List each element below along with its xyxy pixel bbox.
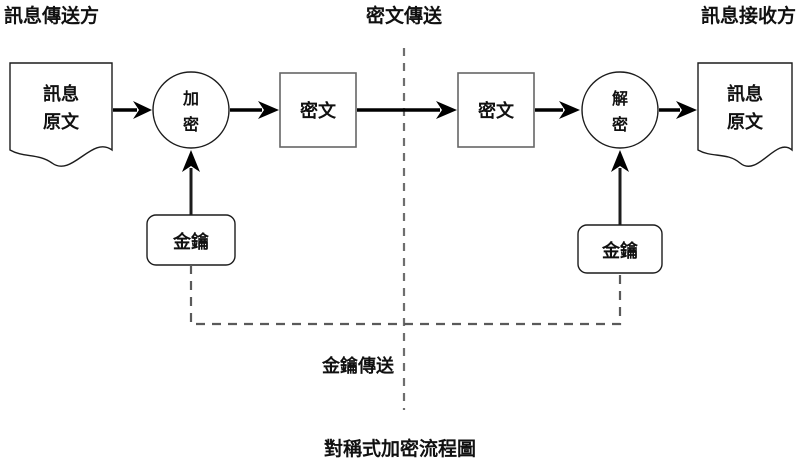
arrow-key-sender-to-encrypt [182, 150, 200, 215]
document-shape-right [697, 62, 793, 167]
node-ciphertext-right-label: 密文 [478, 100, 515, 122]
node-ciphertext-right[interactable]: 密文 [457, 72, 535, 148]
node-decrypt-line1: 解 [612, 89, 628, 108]
node-key-receiver-label: 金鑰 [601, 240, 638, 262]
node-plaintext-in-line2: 原文 [43, 111, 80, 133]
document-shape-left [9, 62, 113, 167]
node-encrypt[interactable]: 加 密 [152, 71, 230, 149]
arrow-encrypt-to-ciphertext-left [230, 101, 279, 119]
arrow-decrypt-to-plaintext-out [659, 101, 697, 119]
node-decrypt[interactable]: 解 密 [581, 71, 659, 149]
zone-label-sender: 訊息傳送方 [4, 4, 99, 27]
node-key-receiver[interactable]: 金鑰 [577, 224, 663, 274]
node-ciphertext-left[interactable]: 密文 [279, 72, 357, 148]
zone-label-channel: 密文傳送 [366, 4, 443, 27]
path-key-transfer [189, 265, 622, 326]
diagram-title: 對稱式加密流程圖 [324, 437, 476, 460]
node-encrypt-line1: 加 [182, 89, 199, 108]
node-plaintext-in[interactable]: 訊息 原文 [9, 62, 113, 167]
node-plaintext-out-line1: 訊息 [727, 83, 763, 105]
rounded-rect-shape-key-receiver [577, 224, 663, 274]
node-plaintext-out-line2: 原文 [727, 111, 764, 133]
node-encrypt-line2: 密 [182, 115, 199, 134]
node-key-sender-label: 金鑰 [172, 231, 209, 253]
rect-shape-ciphertext-right [457, 72, 535, 148]
zone-label-receiver: 訊息接收方 [701, 4, 796, 27]
node-plaintext-in-line1: 訊息 [43, 83, 79, 105]
node-plaintext-out[interactable]: 訊息 原文 [697, 62, 793, 167]
arrow-key-receiver-to-decrypt [611, 150, 629, 225]
circle-shape-encrypt [152, 71, 230, 149]
circle-shape-decrypt [581, 71, 659, 149]
arrow-plaintext-to-encrypt [113, 101, 152, 119]
node-ciphertext-left-label: 密文 [300, 100, 337, 122]
path-label-key-transfer: 金鑰傳送 [321, 355, 395, 377]
arrow-ciphertext-right-to-decrypt [535, 101, 580, 119]
node-key-sender[interactable]: 金鑰 [146, 214, 236, 266]
rect-shape-ciphertext-left [279, 72, 357, 148]
node-decrypt-line2: 密 [611, 115, 628, 134]
key-transfer-dashed-path [189, 265, 622, 326]
arrow-ciphertext-left-to-right [357, 101, 457, 119]
